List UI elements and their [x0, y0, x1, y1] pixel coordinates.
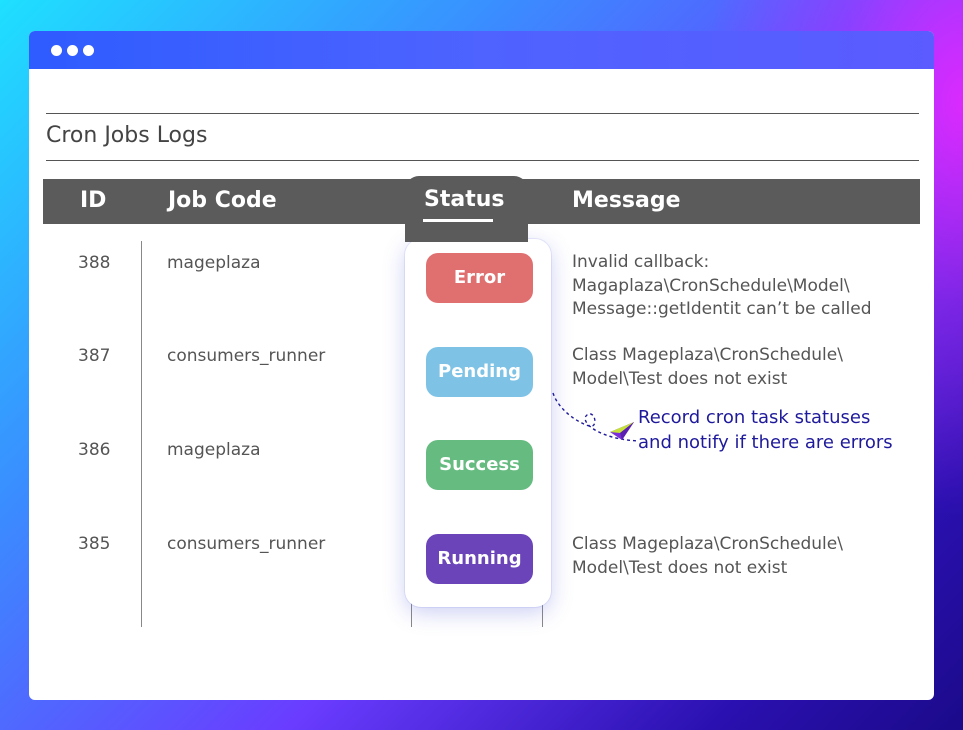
- window-dot-icon[interactable]: [51, 45, 62, 56]
- row-id: 385: [78, 534, 111, 554]
- message-line: Invalid callback:: [572, 252, 710, 272]
- status-badge-pending[interactable]: Pending: [426, 347, 533, 397]
- status-badge-running[interactable]: Running: [426, 534, 533, 584]
- message-line: Model\Test does not exist: [572, 557, 788, 578]
- divider: [46, 160, 919, 161]
- message-line: Class Mageplaza\CronSchedule\: [572, 345, 843, 365]
- window-titlebar: [29, 31, 934, 69]
- column-divider: [141, 241, 142, 627]
- column-header-message[interactable]: Message: [572, 188, 681, 213]
- row-message: Invalid callback: Magaplaza\CronSchedule…: [572, 251, 892, 322]
- column-divider: [542, 601, 543, 627]
- status-header-underline: [423, 219, 493, 222]
- window-dot-icon[interactable]: [83, 45, 94, 56]
- status-header-label: Status: [424, 187, 505, 212]
- message-line: Class Mageplaza\CronSchedule\: [572, 534, 843, 554]
- row-job-code: mageplaza: [167, 253, 261, 273]
- column-header-id[interactable]: ID: [80, 188, 107, 213]
- row-id: 386: [78, 440, 111, 460]
- row-message: Class Mageplaza\CronSchedule\ Model\Test…: [572, 344, 892, 391]
- row-id: 388: [78, 253, 111, 273]
- row-job-code: mageplaza: [167, 440, 261, 460]
- app-window: Cron Jobs Logs ID Job Code Message Statu…: [29, 31, 934, 700]
- divider: [46, 113, 919, 114]
- status-badge-error[interactable]: Error: [426, 253, 533, 303]
- message-line: Model\Test does not exist: [572, 368, 788, 389]
- message-line: Magaplaza\CronSchedule\Model\: [572, 275, 850, 296]
- page-title: Cron Jobs Logs: [46, 123, 208, 148]
- annotation-note: Record cron task statuses and notify if …: [638, 405, 893, 455]
- annotation-line: and notify if there are errors: [638, 432, 893, 453]
- window-dot-icon[interactable]: [67, 45, 78, 56]
- annotation-line: Record cron task statuses: [638, 407, 871, 428]
- status-badge-success[interactable]: Success: [426, 440, 533, 490]
- row-job-code: consumers_runner: [167, 346, 326, 366]
- paper-plane-icon: [610, 422, 634, 440]
- column-header-job-code[interactable]: Job Code: [168, 188, 277, 213]
- column-header-status[interactable]: Status: [405, 176, 528, 242]
- row-id: 387: [78, 346, 111, 366]
- row-job-code: consumers_runner: [167, 534, 326, 554]
- dashed-connector-icon: [552, 392, 640, 442]
- message-line: Message::getIdentit can’t be called: [572, 299, 872, 319]
- row-message: Class Mageplaza\CronSchedule\ Model\Test…: [572, 533, 892, 580]
- column-divider: [411, 601, 412, 627]
